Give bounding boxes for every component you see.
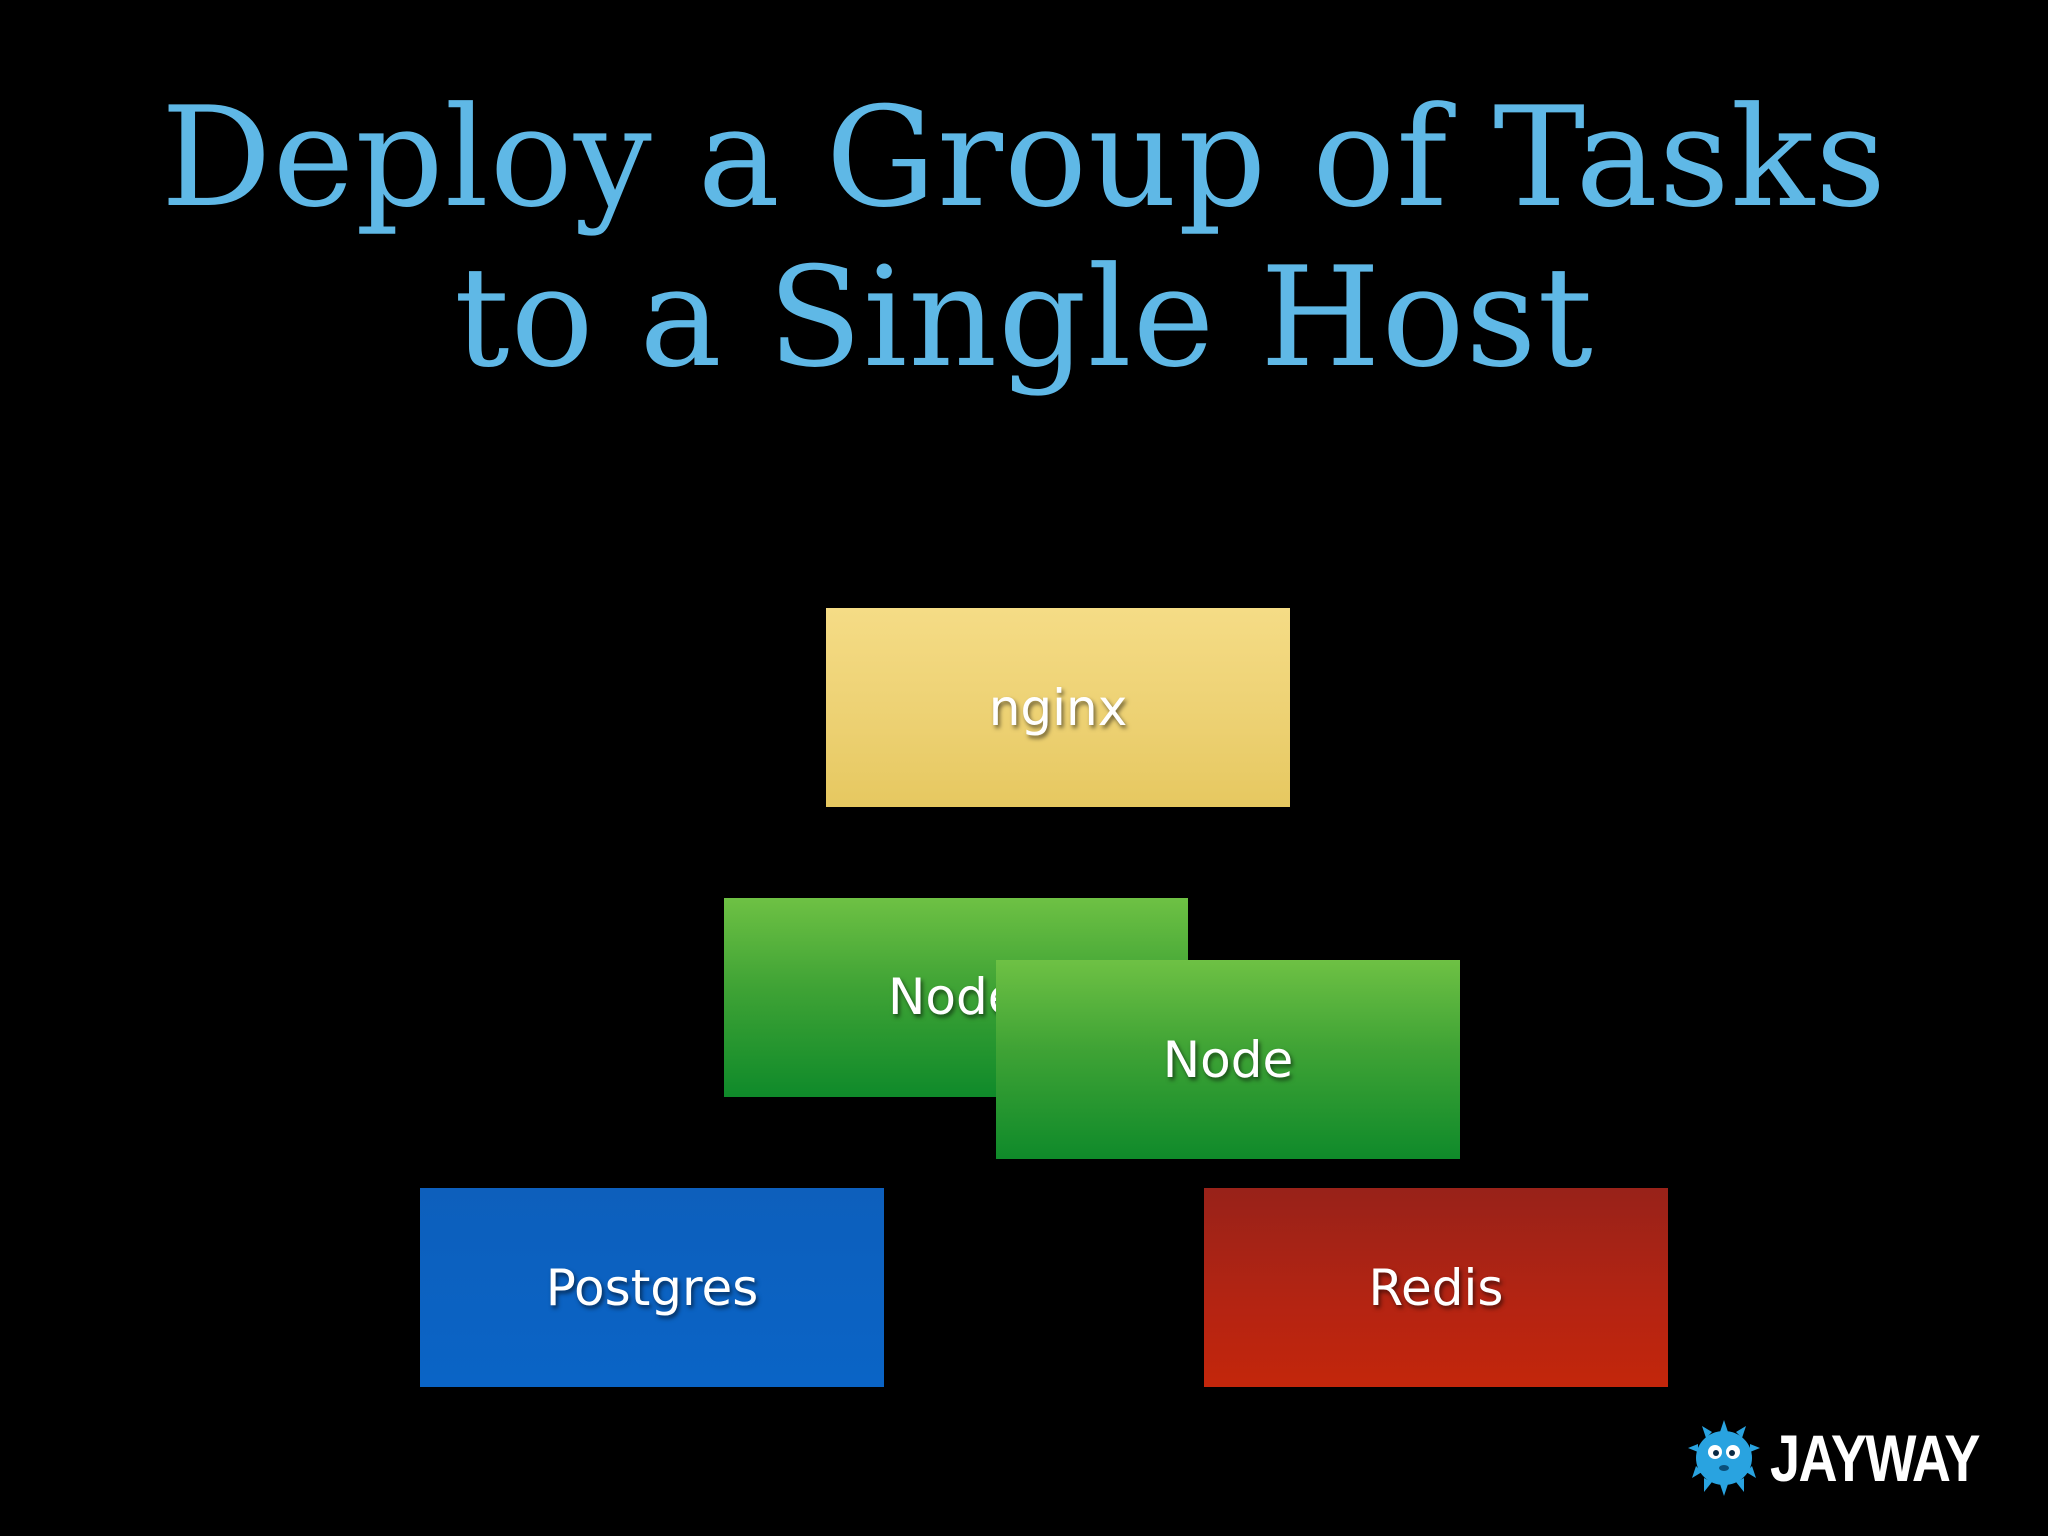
node-box-front: Node bbox=[996, 960, 1460, 1159]
nginx-label: nginx bbox=[988, 678, 1128, 737]
slide-title-line-1: Deploy a Group of Tasks bbox=[160, 77, 1888, 238]
nginx-box: nginx bbox=[826, 608, 1290, 807]
slide-title: Deploy a Group of Tasks to a Single Host bbox=[0, 78, 2048, 398]
postgres-box: Postgres bbox=[420, 1188, 884, 1387]
slide-title-line-2: to a Single Host bbox=[454, 237, 1594, 398]
jayway-logo-text: JAYWAY bbox=[1770, 1421, 1980, 1495]
node-label-front: Node bbox=[1162, 1030, 1294, 1089]
jayway-logo: JAYWAY bbox=[1684, 1418, 2025, 1498]
redis-label: Redis bbox=[1368, 1258, 1504, 1317]
postgres-label: Postgres bbox=[545, 1258, 759, 1317]
pufferfish-icon bbox=[1688, 1420, 1760, 1496]
redis-box: Redis bbox=[1204, 1188, 1668, 1387]
